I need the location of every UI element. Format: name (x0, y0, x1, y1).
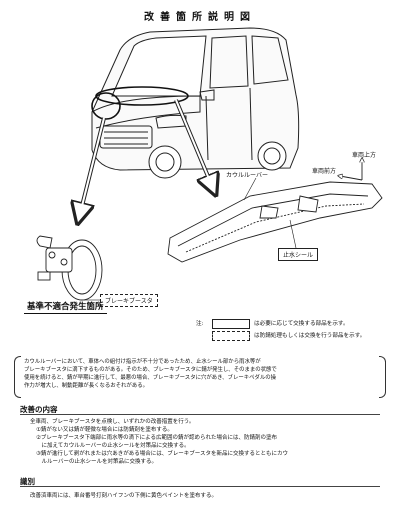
vehicle-up-label: 車両上方 (352, 152, 377, 159)
legend-solid-box (212, 319, 250, 329)
remedy-divider (20, 414, 380, 415)
legend-prefix: 注: (196, 321, 204, 327)
description-line: カウルルーバーにおいて、車体への組付け指示が不十分であったため、止水シール部から… (24, 359, 261, 365)
remedy-line: ②ブレーキブースタ下端部に雨水等の滴下による広範囲の錆が認められた場合には、防錆… (36, 435, 277, 441)
identification-text: 改善済車両には、車台番号打刻ハイフンの下側に黄色ペイントを塗布する。 (30, 493, 218, 499)
legend-dashed-box (212, 331, 250, 341)
remedy-line: ルルーバーの止水シールを対策品に交換する。 (36, 459, 157, 465)
description-line: 作力が増大し、制動距離が長くなるおそれがある。 (24, 383, 148, 389)
remedy-heading: 改善の内容 (20, 405, 58, 414)
remedy-line: ③錆が進行して剥がれまたは穴あきがある場合には、ブレーキブースタを新品に交換する… (36, 451, 288, 457)
remedy-body: 全車両、ブレーキブースタを点検し、いずれかの改善措置を行う。 ①錆がない又は錆が… (30, 418, 288, 466)
cowl-louver-label: カウルルーバー (226, 172, 268, 179)
repair-illustration (36, 27, 383, 301)
description-line: ブレーキブースタに滴下するものがある。そのため、ブレーキブースタに錆が発生し、そ… (24, 367, 277, 373)
remedy-line: 全車両、ブレーキブースタを点検し、いずれかの改善措置を行う。 (30, 419, 195, 425)
remedy-line: に加えてカウルルーバーの止水シールを対策品に交換する。 (36, 443, 190, 449)
booster-highlight-ellipse (91, 92, 121, 120)
description-line: 使用を続けると、錆が早期に進行して、最悪の場合、ブレーキブースタに穴があき、ブレ… (24, 375, 277, 381)
identification-divider (20, 486, 380, 487)
cowl-louver-drawing (167, 181, 383, 263)
water-seal-label: 止水シール (278, 248, 319, 261)
direction-indicator (340, 160, 362, 181)
defect-description: カウルルーバーにおいて、車体への組付け指示が不十分であったため、止水シール部から… (14, 356, 386, 398)
legend-dashed-text: は防錆処理もしくは交換を行う部品を示す。 (254, 333, 366, 339)
page-title: 改善箇所説明図 (144, 12, 256, 23)
defect-location-label: 基準不適合発生箇所 (24, 300, 107, 314)
legend-solid-text: は必要に応じて交換する部品を示す。 (254, 321, 349, 327)
vehicle-drawing (91, 27, 300, 179)
vehicle-front-label: 車両前方 (312, 168, 337, 175)
remedy-line: ①錆がない又は錆が軽微な場合には防錆剤を塗布する。 (36, 427, 173, 433)
brake-booster-label: ブレーキブースタ (100, 294, 158, 307)
identification-heading: 識別 (20, 477, 35, 486)
brake-booster-drawing (36, 235, 103, 301)
